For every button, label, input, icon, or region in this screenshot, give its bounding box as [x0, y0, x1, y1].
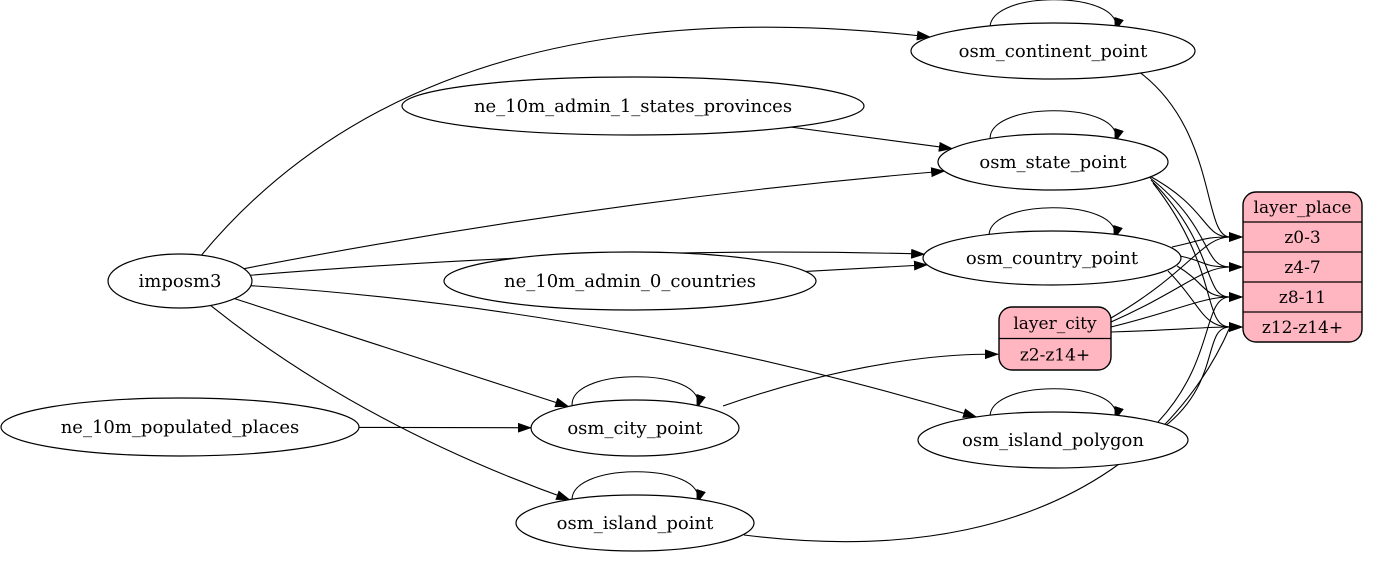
edge-osm_continent_point-to-layer_place-z0-3	[1137, 70, 1244, 242]
edge-ne_10m_admin_1_states_provinces-to-osm_state_point	[791, 126, 954, 152]
node-osm_city_point: osm_city_point	[530, 399, 740, 457]
node-label: osm_country_point	[966, 248, 1139, 269]
ellipse-shape	[937, 133, 1169, 191]
edge-layer_city-to-layer_place-z8-11	[1110, 292, 1244, 328]
record-row-label: layer_place	[1254, 198, 1352, 218]
node-label: ne_10m_populated_places	[61, 417, 300, 438]
edges-layer	[200, 0, 1244, 543]
record-row-label: z4-7	[1284, 258, 1320, 278]
edge-osm_state_point-to-layer_place-z8-11	[1150, 179, 1244, 302]
node-label: osm_state_point	[979, 152, 1127, 173]
edge-osm_state_point-to-layer_place-z0-3	[1145, 173, 1244, 242]
node-label: osm_continent_point	[959, 41, 1148, 62]
edge-imposm3-to-osm_city_point	[234, 298, 570, 408]
record-row-label: z12-z14+	[1262, 318, 1343, 338]
edge-osm_city_point-to-osm_city_point	[571, 376, 706, 411]
edge-layer_city-to-layer_place-z0-3	[1110, 232, 1244, 319]
record-row-label: z2-z14+	[1020, 345, 1090, 365]
node-label: ne_10m_admin_1_states_provinces	[474, 96, 792, 117]
ellipse-shape	[401, 76, 865, 136]
node-osm_continent_point: osm_continent_point	[910, 22, 1196, 80]
edge-osm_island_polygon-to-layer_place-z12-z14+	[1163, 322, 1244, 428]
ellipse-shape	[530, 399, 740, 457]
ellipse-shape	[910, 22, 1196, 80]
record-layer_city: layer_city z2-z14+	[998, 306, 1112, 371]
edge-ne_10m_admin_0_countries-to-osm_country_point	[805, 260, 929, 272]
edge-imposm3-to-osm_state_point	[243, 167, 946, 270]
node-ne_10m_populated_places: ne_10m_populated_places	[0, 397, 360, 457]
node-label: imposm3	[139, 271, 222, 292]
nodes-layer: imposm3 ne_10m_admin_1_states_provincesne…	[0, 22, 1363, 552]
edge-imposm3-to-osm_continent_point	[200, 26, 932, 256]
edge-imposm3-to-osm_island_polygon	[250, 285, 978, 418]
edge-osm_island_polygon-to-layer_place-z8-11	[1157, 292, 1244, 423]
node-imposm3: imposm3	[107, 253, 253, 309]
ellipse-shape	[107, 253, 253, 309]
node-label: ne_10m_admin_0_countries	[504, 271, 756, 292]
ellipse-shape	[0, 397, 360, 457]
edge-imposm3-to-osm_island_point	[210, 305, 571, 501]
record-layer_place: layer_place z0-3 z4-7 z8-11 z12-z14+	[1242, 191, 1363, 343]
node-osm_country_point: osm_country_point	[922, 230, 1182, 286]
node-label: osm_island_point	[557, 513, 714, 534]
node-ne_10m_admin_1_states_provinces: ne_10m_admin_1_states_provinces	[401, 76, 865, 136]
node-osm_state_point: osm_state_point	[937, 133, 1169, 191]
edge-osm_state_point-to-osm_state_point	[989, 110, 1124, 145]
ellipse-shape	[922, 230, 1182, 286]
ellipse-shape	[917, 411, 1189, 469]
node-ne_10m_admin_0_countries: ne_10m_admin_0_countries	[443, 251, 817, 311]
edge-osm_country_point-to-layer_place-z4-7	[1179, 255, 1244, 272]
edge-osm_continent_point-to-osm_continent_point	[989, 0, 1124, 34]
edge-osm_island_polygon-to-osm_island_polygon	[989, 388, 1124, 423]
ellipse-shape	[443, 251, 817, 311]
record-shape	[1242, 191, 1363, 343]
node-label: osm_island_polygon	[962, 430, 1144, 451]
node-label: osm_city_point	[567, 418, 703, 439]
record-row-label: z8-11	[1279, 288, 1326, 308]
edge-osm_island_point-to-osm_island_point	[571, 471, 706, 506]
ellipse-shape	[515, 494, 755, 552]
edge-osm_country_point-to-layer_place-z12-z14+	[1167, 270, 1244, 332]
node-osm_island_point: osm_island_point	[515, 494, 755, 552]
edge-layer_city-to-layer_place-z4-7	[1110, 262, 1244, 323]
node-osm_island_polygon: osm_island_polygon	[917, 411, 1189, 469]
record-row-label: layer_city	[1013, 314, 1097, 334]
edge-osm_country_point-to-osm_country_point	[988, 207, 1123, 242]
edge-osm_city_point-to-layer_city-z2-z14+	[722, 349, 1000, 407]
record-row-label: z0-3	[1284, 228, 1320, 248]
